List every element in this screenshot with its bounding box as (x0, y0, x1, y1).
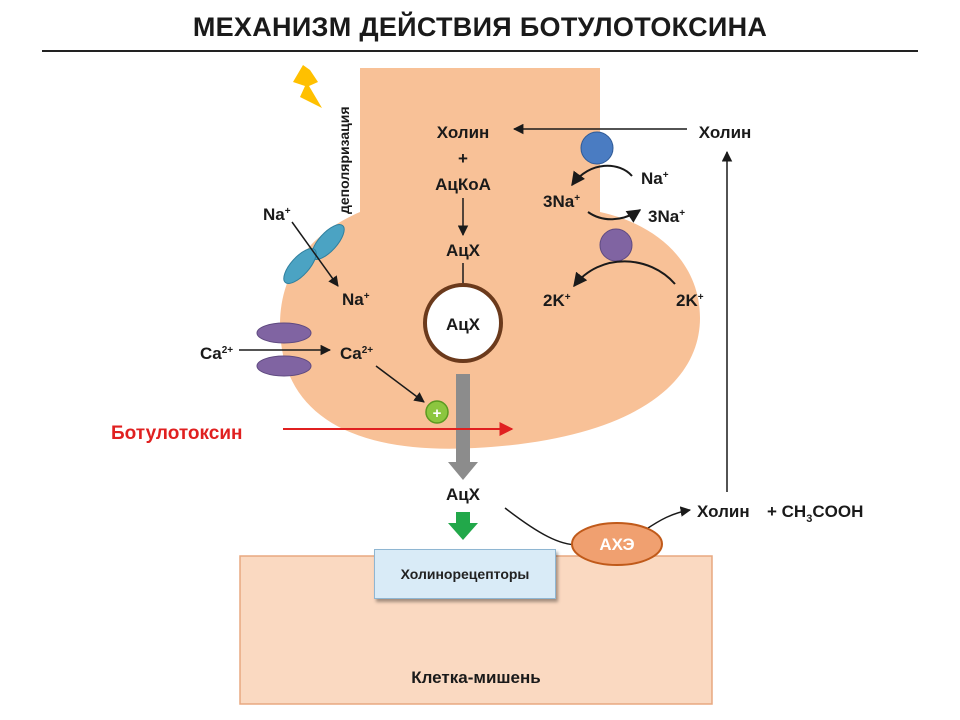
acetylcholine-label: АцХ (446, 241, 481, 260)
target-cell-label: Клетка-мишень (411, 668, 541, 687)
calcium-channel-upper (256, 322, 312, 344)
activation-plus-sign: + (433, 405, 442, 422)
three-sodium-inside-label: 3Na+ (543, 192, 580, 211)
sodium-potassium-pump (599, 228, 633, 262)
release-arrow (448, 374, 478, 480)
two-potassium-outside-label: 2K+ (676, 291, 704, 310)
depolarization-label: деполяризация (336, 107, 352, 215)
page-title: МЕХАНИЗМ ДЕЙСТВИЯ БОТУЛОТОКСИНА (192, 12, 768, 42)
title-divider (42, 50, 918, 52)
sodium-outside-label: Na+ (263, 205, 291, 224)
acetate-label: + CH3COOH (767, 502, 863, 525)
hydrolysis-arc (504, 507, 579, 546)
calcium-channel-lower (256, 355, 312, 377)
acetyl-coa-label: АцКоА (435, 175, 491, 194)
receptor-binding-arrow (448, 512, 478, 540)
sodium-channel-lower (283, 248, 317, 284)
calcium-outside-label: Ca2+ (200, 344, 233, 363)
synaptic-vesicle (423, 283, 503, 363)
activation-plus-circle (425, 400, 449, 424)
choline-product-label: Холин (697, 502, 750, 521)
cholinoreceptors-label: Холинорецепторы (400, 566, 530, 582)
choline-extracellular: Холин (699, 123, 752, 142)
synthesis-plus: + (458, 149, 468, 168)
vesicle-acetylcholine-label: АцХ (446, 315, 481, 334)
hydrolysis-product-arrow (644, 506, 692, 531)
released-acetylcholine-label: АцХ (446, 485, 481, 504)
sodium-cotransport-label: Na+ (641, 169, 669, 188)
choline-transporter (580, 131, 614, 165)
calcium-inside-label: Ca2+ (340, 344, 373, 363)
botulinum-toxin-label: Ботулотоксин (111, 423, 242, 444)
acetylcholinesterase-label: АХЭ (599, 535, 634, 554)
three-sodium-outside-label: 3Na+ (648, 207, 685, 226)
cholinoreceptors: Холинорецепторы (374, 549, 556, 599)
sodium-inside-label: Na+ (342, 290, 370, 309)
lightning-icon (293, 65, 322, 108)
sodium-cotransport-arc (571, 164, 633, 187)
two-potassium-inside-label: 2K+ (543, 291, 571, 310)
sodium-efflux-arc (587, 209, 642, 223)
acetylcholinesterase (571, 522, 663, 566)
sodium-influx-arrow (291, 221, 339, 287)
calcium-activation-arrow (375, 365, 425, 403)
choline-intracellular: Холин (437, 123, 490, 142)
potassium-influx-arc (573, 260, 676, 288)
